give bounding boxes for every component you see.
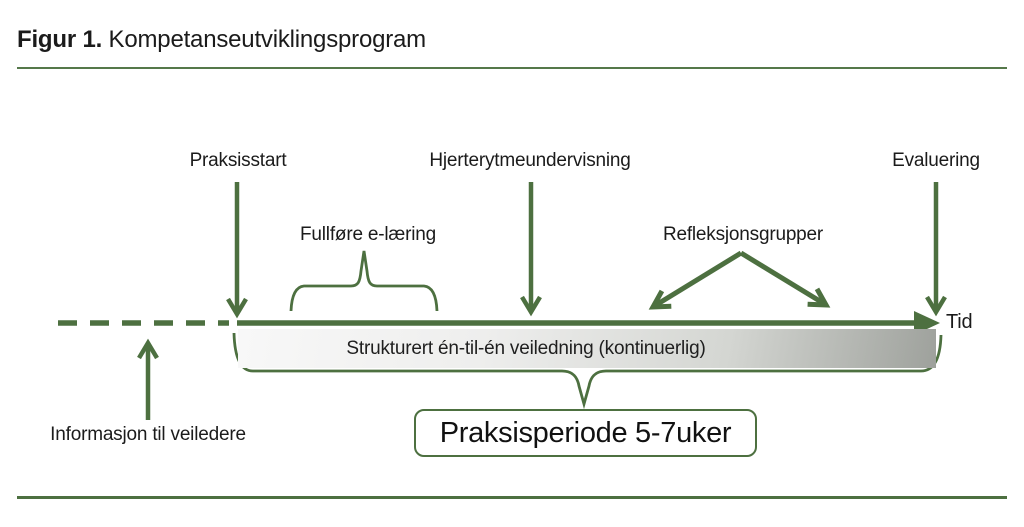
- veiledning-bar-label: Strukturert én-til-én veiledning (kontin…: [346, 337, 706, 359]
- praksisperiode-box: Praksisperiode 5-7uker: [414, 409, 757, 457]
- veiledning-bar: Strukturert én-til-én veiledning (kontin…: [238, 329, 936, 368]
- refleksjon-arrowhead-left-icon: [648, 289, 672, 310]
- hjerterytme-arrowhead-icon: [520, 295, 542, 317]
- bottom-divider-line: [17, 496, 1007, 499]
- evaluering-arrowhead-icon: [925, 295, 947, 317]
- label-evaluering: Evaluering: [892, 150, 980, 171]
- figure-caption: Figur 1. Kompetanseutviklingsprogram: [17, 26, 426, 54]
- praksisperiode-box-label: Praksisperiode 5-7uker: [439, 416, 732, 449]
- figure-number: Figur 1.: [17, 26, 103, 53]
- elaering-brace: [289, 250, 439, 312]
- refleksjon-arrow-right: [739, 250, 825, 306]
- label-fullfore-elaering: Fullføre e-læring: [300, 224, 436, 245]
- informasjon-arrowhead-icon: [137, 338, 159, 360]
- label-praksisstart: Praksisstart: [189, 150, 287, 171]
- refleksjon-arrow-left: [654, 250, 743, 308]
- label-refleksjonsgrupper: Refleksjonsgrupper: [662, 224, 824, 245]
- refleksjon-arrowhead-right-icon: [807, 287, 831, 308]
- top-divider-line: [17, 67, 1007, 69]
- figure-title-text: Kompetanseutviklingsprogram: [102, 26, 427, 53]
- label-tid: Tid: [946, 311, 973, 333]
- label-hjerterytmeundervisning: Hjerterytmeundervisning: [429, 150, 631, 171]
- label-informasjon-til-veiledere: Informasjon til veiledere: [50, 424, 246, 445]
- praksisstart-arrowhead-icon: [226, 297, 248, 319]
